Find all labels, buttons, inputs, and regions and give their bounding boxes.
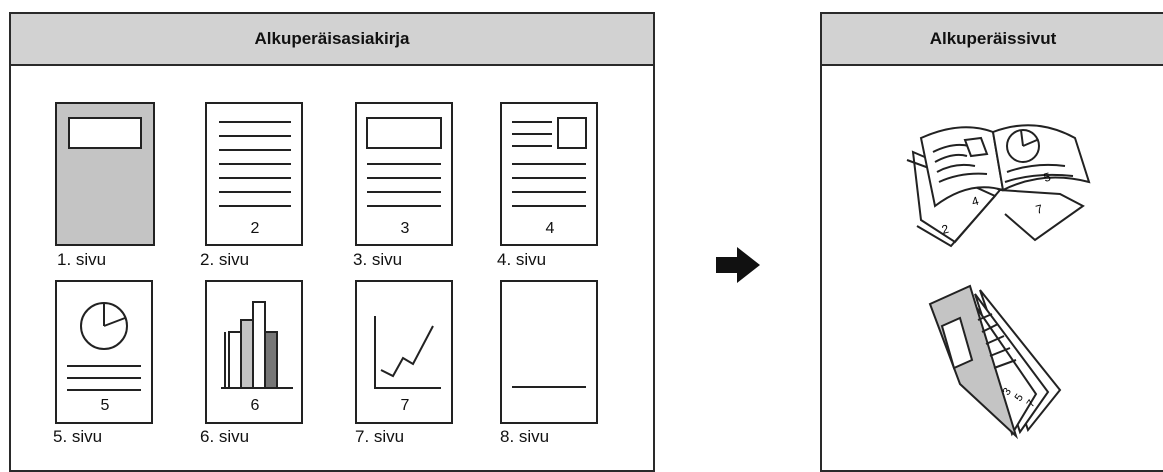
page-6-number: 6 [250,397,260,414]
page-5-caption: 5. sivu [53,427,103,446]
page-7-number: 7 [400,397,410,414]
page-3-thumbnail: 3 [355,102,455,247]
blank-page-icon [500,280,598,424]
page-1-caption: 1. sivu [57,250,107,269]
page-8-thumbnail [500,280,600,425]
folded-page-7-number: 7 [1025,398,1038,410]
folded-page-3-number: 3 [1001,386,1014,398]
page-7-thumbnail: 7 [355,280,455,425]
booklet-page-2-number: 2 [940,222,950,237]
page-4-number: 4 [545,220,555,237]
page-1-thumbnail [55,102,155,247]
mixed-layout-page-icon [500,102,598,246]
page-5-number: 5 [100,397,110,414]
page-2-thumbnail: 2 [205,102,305,247]
booklet-page-7-number: 7 [1034,202,1044,217]
booklet-page-4-number: 4 [970,194,980,209]
folded-pages-icon: 3 5 7 [928,284,1062,440]
original-document-title: Alkuperäisasiakirja [11,14,653,66]
cover-page-icon [55,102,155,246]
line-chart-page-icon [355,280,453,424]
page-2-number: 2 [250,220,260,237]
open-booklet-icon: 2 4 5 7 [906,124,1091,248]
text-page-icon [205,102,303,246]
bar-chart-page-icon [205,280,303,424]
box-and-text-page-icon [355,102,453,246]
booklet-page-5-number: 5 [1042,170,1052,185]
page-3-caption: 3. sivu [353,250,403,269]
page-6-caption: 6. sivu [200,427,250,446]
page-4-thumbnail: 4 [500,102,600,247]
page-5-thumbnail: 5 [55,280,155,425]
original-pages-title: Alkuperäissivut [822,14,1163,66]
page-4-caption: 4. sivu [497,250,547,269]
right-arrow-icon [716,247,760,283]
page-2-caption: 2. sivu [200,250,250,269]
page-8-caption: 8. sivu [500,427,550,446]
page-7-caption: 7. sivu [355,427,405,446]
page-6-thumbnail: 6 [205,280,305,425]
folded-page-5-number: 5 [1013,392,1026,404]
page-3-number: 3 [400,220,410,237]
pie-chart-page-icon [55,280,153,424]
